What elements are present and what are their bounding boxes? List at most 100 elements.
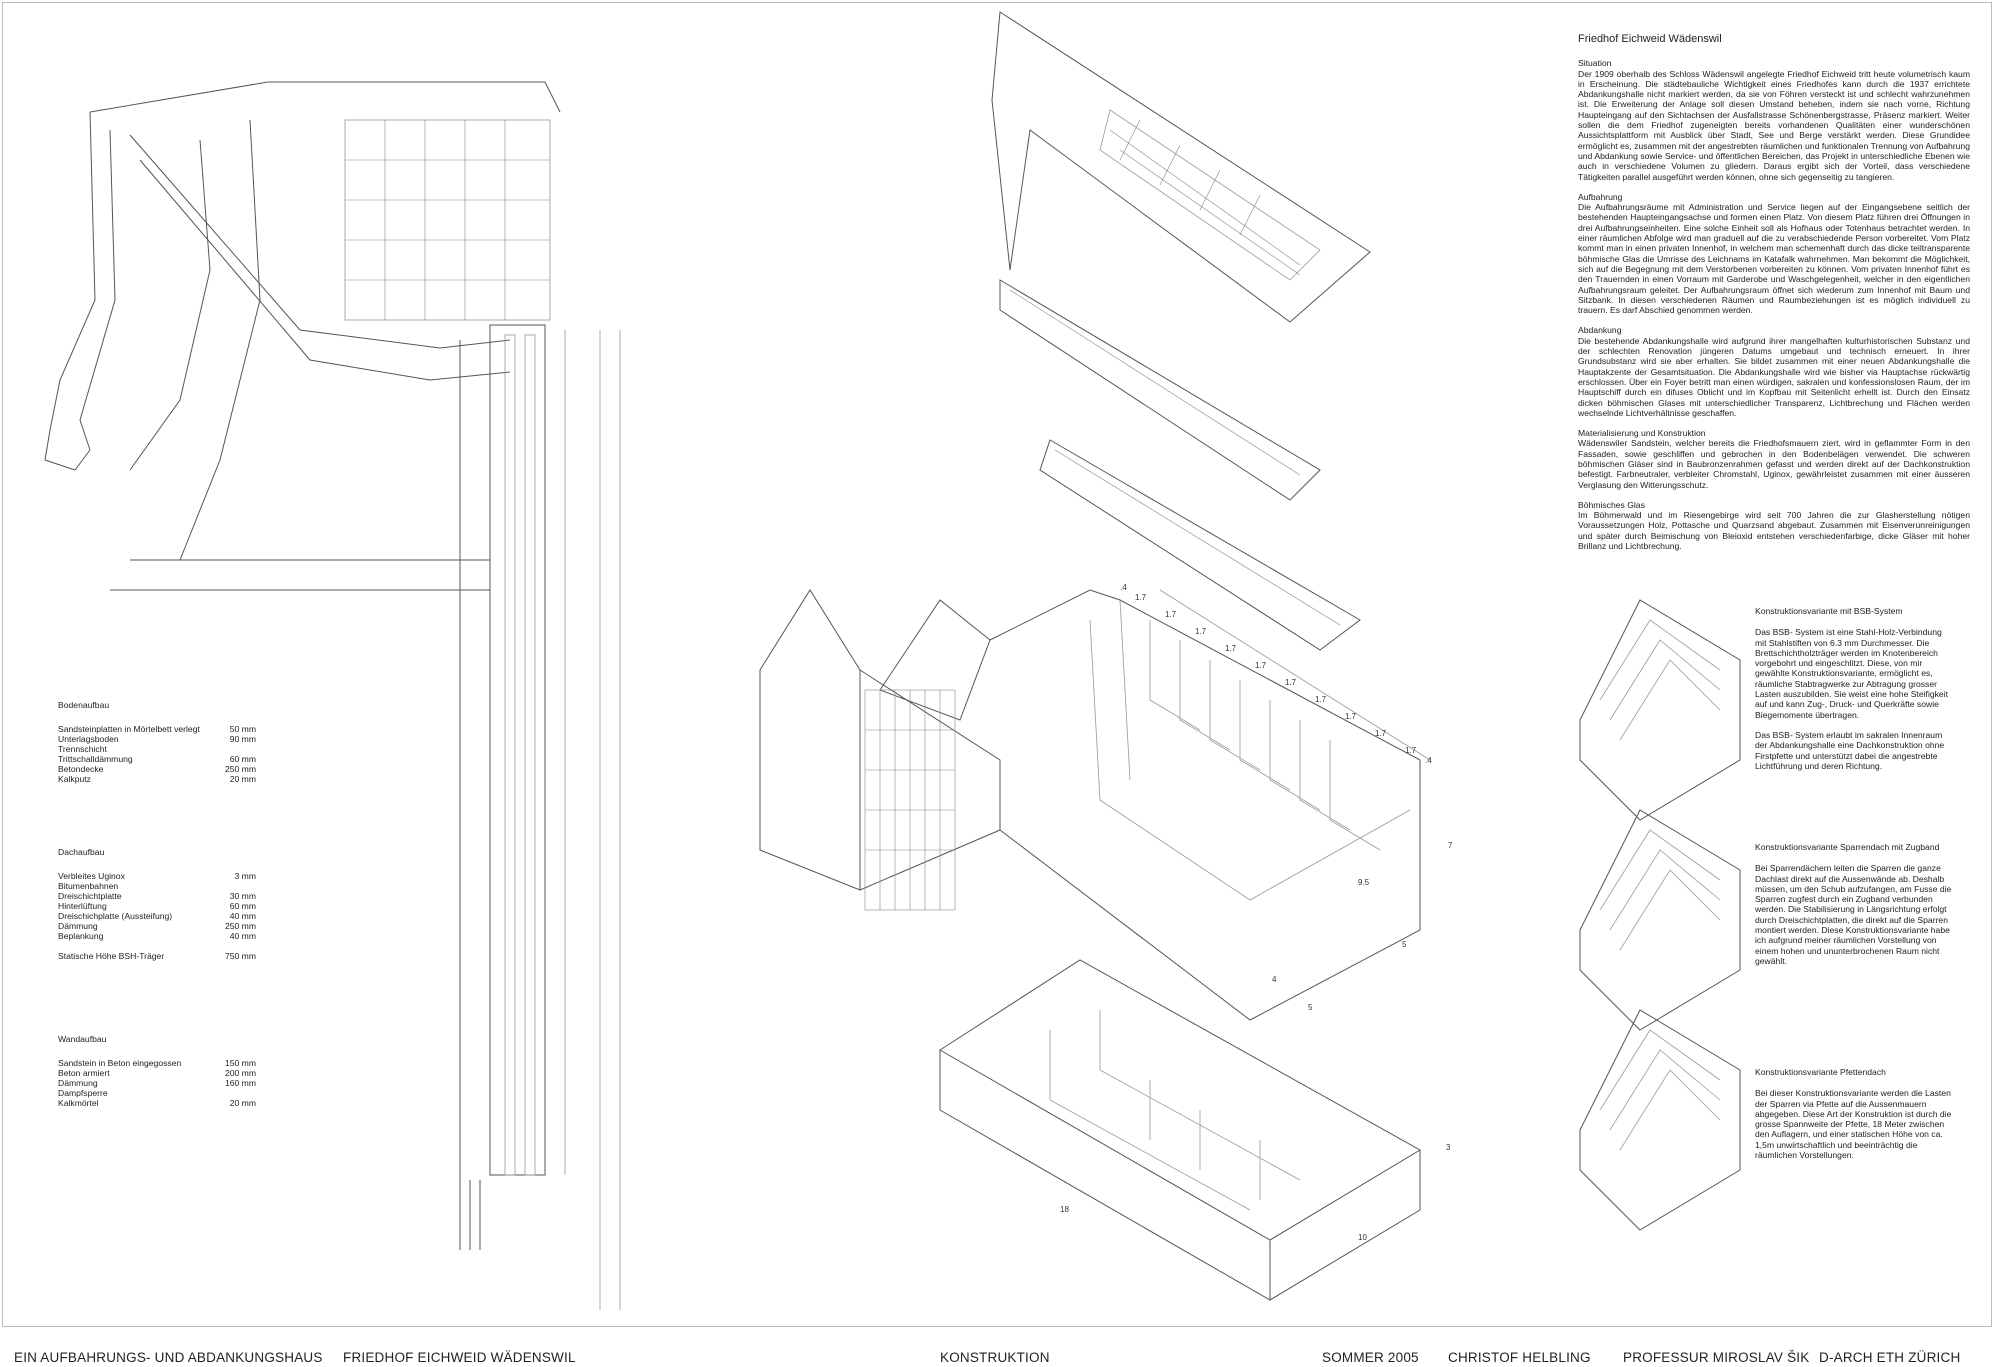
variant-sparrendach-axonometric	[1579, 809, 1741, 1031]
dim-w5b: 5	[1308, 1003, 1313, 1012]
dim-roof-9: 1.7	[1375, 729, 1387, 738]
bodenaufbau-title: Bodenaufbau	[58, 700, 110, 710]
spec-row: Unterlagsboden 90 mm	[58, 734, 256, 744]
variant-pfettendach-axonometric	[1579, 1009, 1741, 1231]
spec-row: Trennschicht	[58, 744, 256, 754]
spec-label: Verbleites Uginox	[58, 871, 125, 881]
dim-roof-5: 1.7	[1255, 661, 1267, 670]
spec-label: Unterlagsboden	[58, 734, 119, 744]
bodenaufbau-spec: Bodenaufbau Sandsteinplatten in Mörtelbe…	[58, 700, 256, 784]
spec-value: 750 mm	[224, 951, 256, 961]
dim-w4: 4	[1272, 975, 1277, 984]
roof-glazing-detail	[345, 120, 550, 320]
project-title: Friedhof Eichweid Wädenswil	[1578, 33, 1722, 45]
spec-label: Trittschalldämmung	[58, 754, 133, 764]
spec-row: Sandsteinplatten in Mörtelbett verlegt 50…	[58, 724, 256, 734]
spec-label: Sandsteinplatten in Mörtelbett verlegt	[58, 724, 200, 734]
spec-label: Kalkputz	[58, 774, 91, 784]
dim-roof-2: 1.7	[1165, 610, 1177, 619]
dim-w10: 10	[1358, 1233, 1367, 1242]
spec-row: Verbleites Uginox 3 mm	[58, 871, 256, 881]
section-heading-situation: Situation	[1578, 58, 1612, 69]
poster-frame	[2, 2, 1992, 1327]
footer-site: FRIEDHOF EICHWEID WÄDENSWIL	[343, 1350, 576, 1365]
main-hall-axonometric	[759, 589, 1431, 1021]
spec-value: 30 mm	[229, 891, 256, 901]
spec-row: Hinterlüftung 60 mm	[58, 901, 256, 911]
spec-row: Dämmung 160 mm	[58, 1078, 256, 1088]
spec-label: Sandstein in Beton eingegossen	[58, 1058, 182, 1068]
spec-label: Dampfsperre	[58, 1088, 108, 1098]
spec-value: 150 mm	[224, 1058, 256, 1068]
project-description: Friedhof Eichweid Wädenswil Situation De…	[1578, 33, 1970, 551]
section-heading-materialisierung: Materialisierung und Konstruktion	[1578, 428, 1706, 439]
dim-h3: 3	[1446, 1143, 1451, 1152]
variant-text: Das BSB- System ist eine Stahl-Holz-Verb…	[1755, 627, 1949, 720]
section-heading-abdankung: Abdankung	[1578, 325, 1622, 336]
spec-value: 3 mm	[234, 871, 256, 881]
spec-value: 40 mm	[229, 911, 256, 921]
bohemian-glass-facade	[864, 689, 956, 911]
spec-value: 40 mm	[229, 931, 256, 941]
variant-bsb-axonometric	[1579, 599, 1741, 821]
spec-value: 160 mm	[224, 1078, 256, 1088]
section-text-materialisierung: Wädenswiler Sandstein, welcher bereits d…	[1578, 438, 1970, 490]
dim-h7: 7	[1448, 841, 1453, 850]
spec-value: 250 mm	[224, 764, 256, 774]
footer-professor: PROFESSUR MIROSLAV ŠIK	[1623, 1350, 1810, 1365]
spec-row: Dreischichtplatte 30 mm	[58, 891, 256, 901]
variant-pfettendach: Konstruktionsvariante Pfettendach Bei di…	[1755, 1067, 1955, 1160]
spec-row: Betondecke 250 mm	[58, 764, 256, 774]
spec-value: 50 mm	[229, 724, 256, 734]
variant-heading: Konstruktionsvariante Pfettendach	[1755, 1067, 1886, 1077]
spec-label: Betondecke	[58, 764, 104, 774]
spec-label: Bitumenbahnen	[58, 881, 119, 891]
spec-value: 250 mm	[224, 921, 256, 931]
spec-label: Dreischichtplatte	[58, 891, 122, 901]
variant-text: Bei Sparrendächern leiten die Sparren di…	[1755, 863, 1952, 966]
spec-label: Dämmung	[58, 1078, 98, 1088]
spec-row: Dreischichplatte (Aussteifung) 40 mm	[58, 911, 256, 921]
spec-value: 90 mm	[229, 734, 256, 744]
spec-label: Beplankung	[58, 931, 104, 941]
footer-author: CHRISTOF HELBLING	[1448, 1350, 1591, 1365]
dim-w5a: 5	[1402, 940, 1407, 949]
dim-roof-1: 1.7	[1135, 593, 1147, 602]
variant-heading: Konstruktionsvariante Sparrendach mit Zu…	[1755, 842, 1940, 852]
section-text-situation: Der 1909 oberhalb des Schloss Wädenswil …	[1578, 68, 1970, 182]
spec-row: Dampfsperre	[58, 1088, 256, 1098]
wandaufbau-title: Wandaufbau	[58, 1034, 107, 1044]
spec-label: Dreischichplatte (Aussteifung)	[58, 911, 173, 921]
spec-row: Beplankung 40 mm	[58, 931, 256, 941]
section-heading-glas: Böhmisches Glas	[1578, 499, 1645, 510]
footer-season: SOMMER 2005	[1322, 1350, 1419, 1365]
spec-label: Hinterlüftung	[58, 901, 107, 911]
section-heading-aufbahrung: Aufbahrung	[1578, 191, 1623, 202]
dimension-labels: .4 1.7 1.7 1.7 1.7 1.7 1.7 1.7 1.7 1.7 1…	[1060, 583, 1453, 1242]
spec-value: 60 mm	[229, 901, 256, 911]
base-volume-axonometric	[939, 959, 1421, 1301]
dim-roof-0: .4	[1120, 583, 1127, 592]
dim-roof-8: 1.7	[1345, 712, 1357, 721]
dim-l18: 18	[1060, 1205, 1069, 1214]
spec-value: 200 mm	[224, 1068, 256, 1078]
roof-exploded-layers	[991, 11, 1371, 651]
section-text-aufbahrung: Die Aufbahrungsräume mit Administration …	[1578, 202, 1970, 316]
dim-roof-11: .4	[1425, 756, 1432, 765]
footer-project: EIN AUFBAHRUNGS- UND ABDANKUNGSHAUS	[14, 1350, 323, 1365]
dim-roof-10: 1.7	[1405, 746, 1417, 755]
spec-label: Kalkmörtel	[58, 1098, 99, 1108]
dim-roof-7: 1.7	[1315, 695, 1327, 704]
spec-row: Kalkputz 20 mm	[58, 774, 256, 784]
dim-roof-3: 1.7	[1195, 627, 1207, 636]
wandaufbau-spec: Wandaufbau Sandstein in Beton eingegosse…	[58, 1034, 256, 1108]
footer-sheet-title: KONSTRUKTION	[940, 1350, 1050, 1365]
dim-roof-6: 1.7	[1285, 678, 1297, 687]
spec-value: 20 mm	[229, 774, 256, 784]
